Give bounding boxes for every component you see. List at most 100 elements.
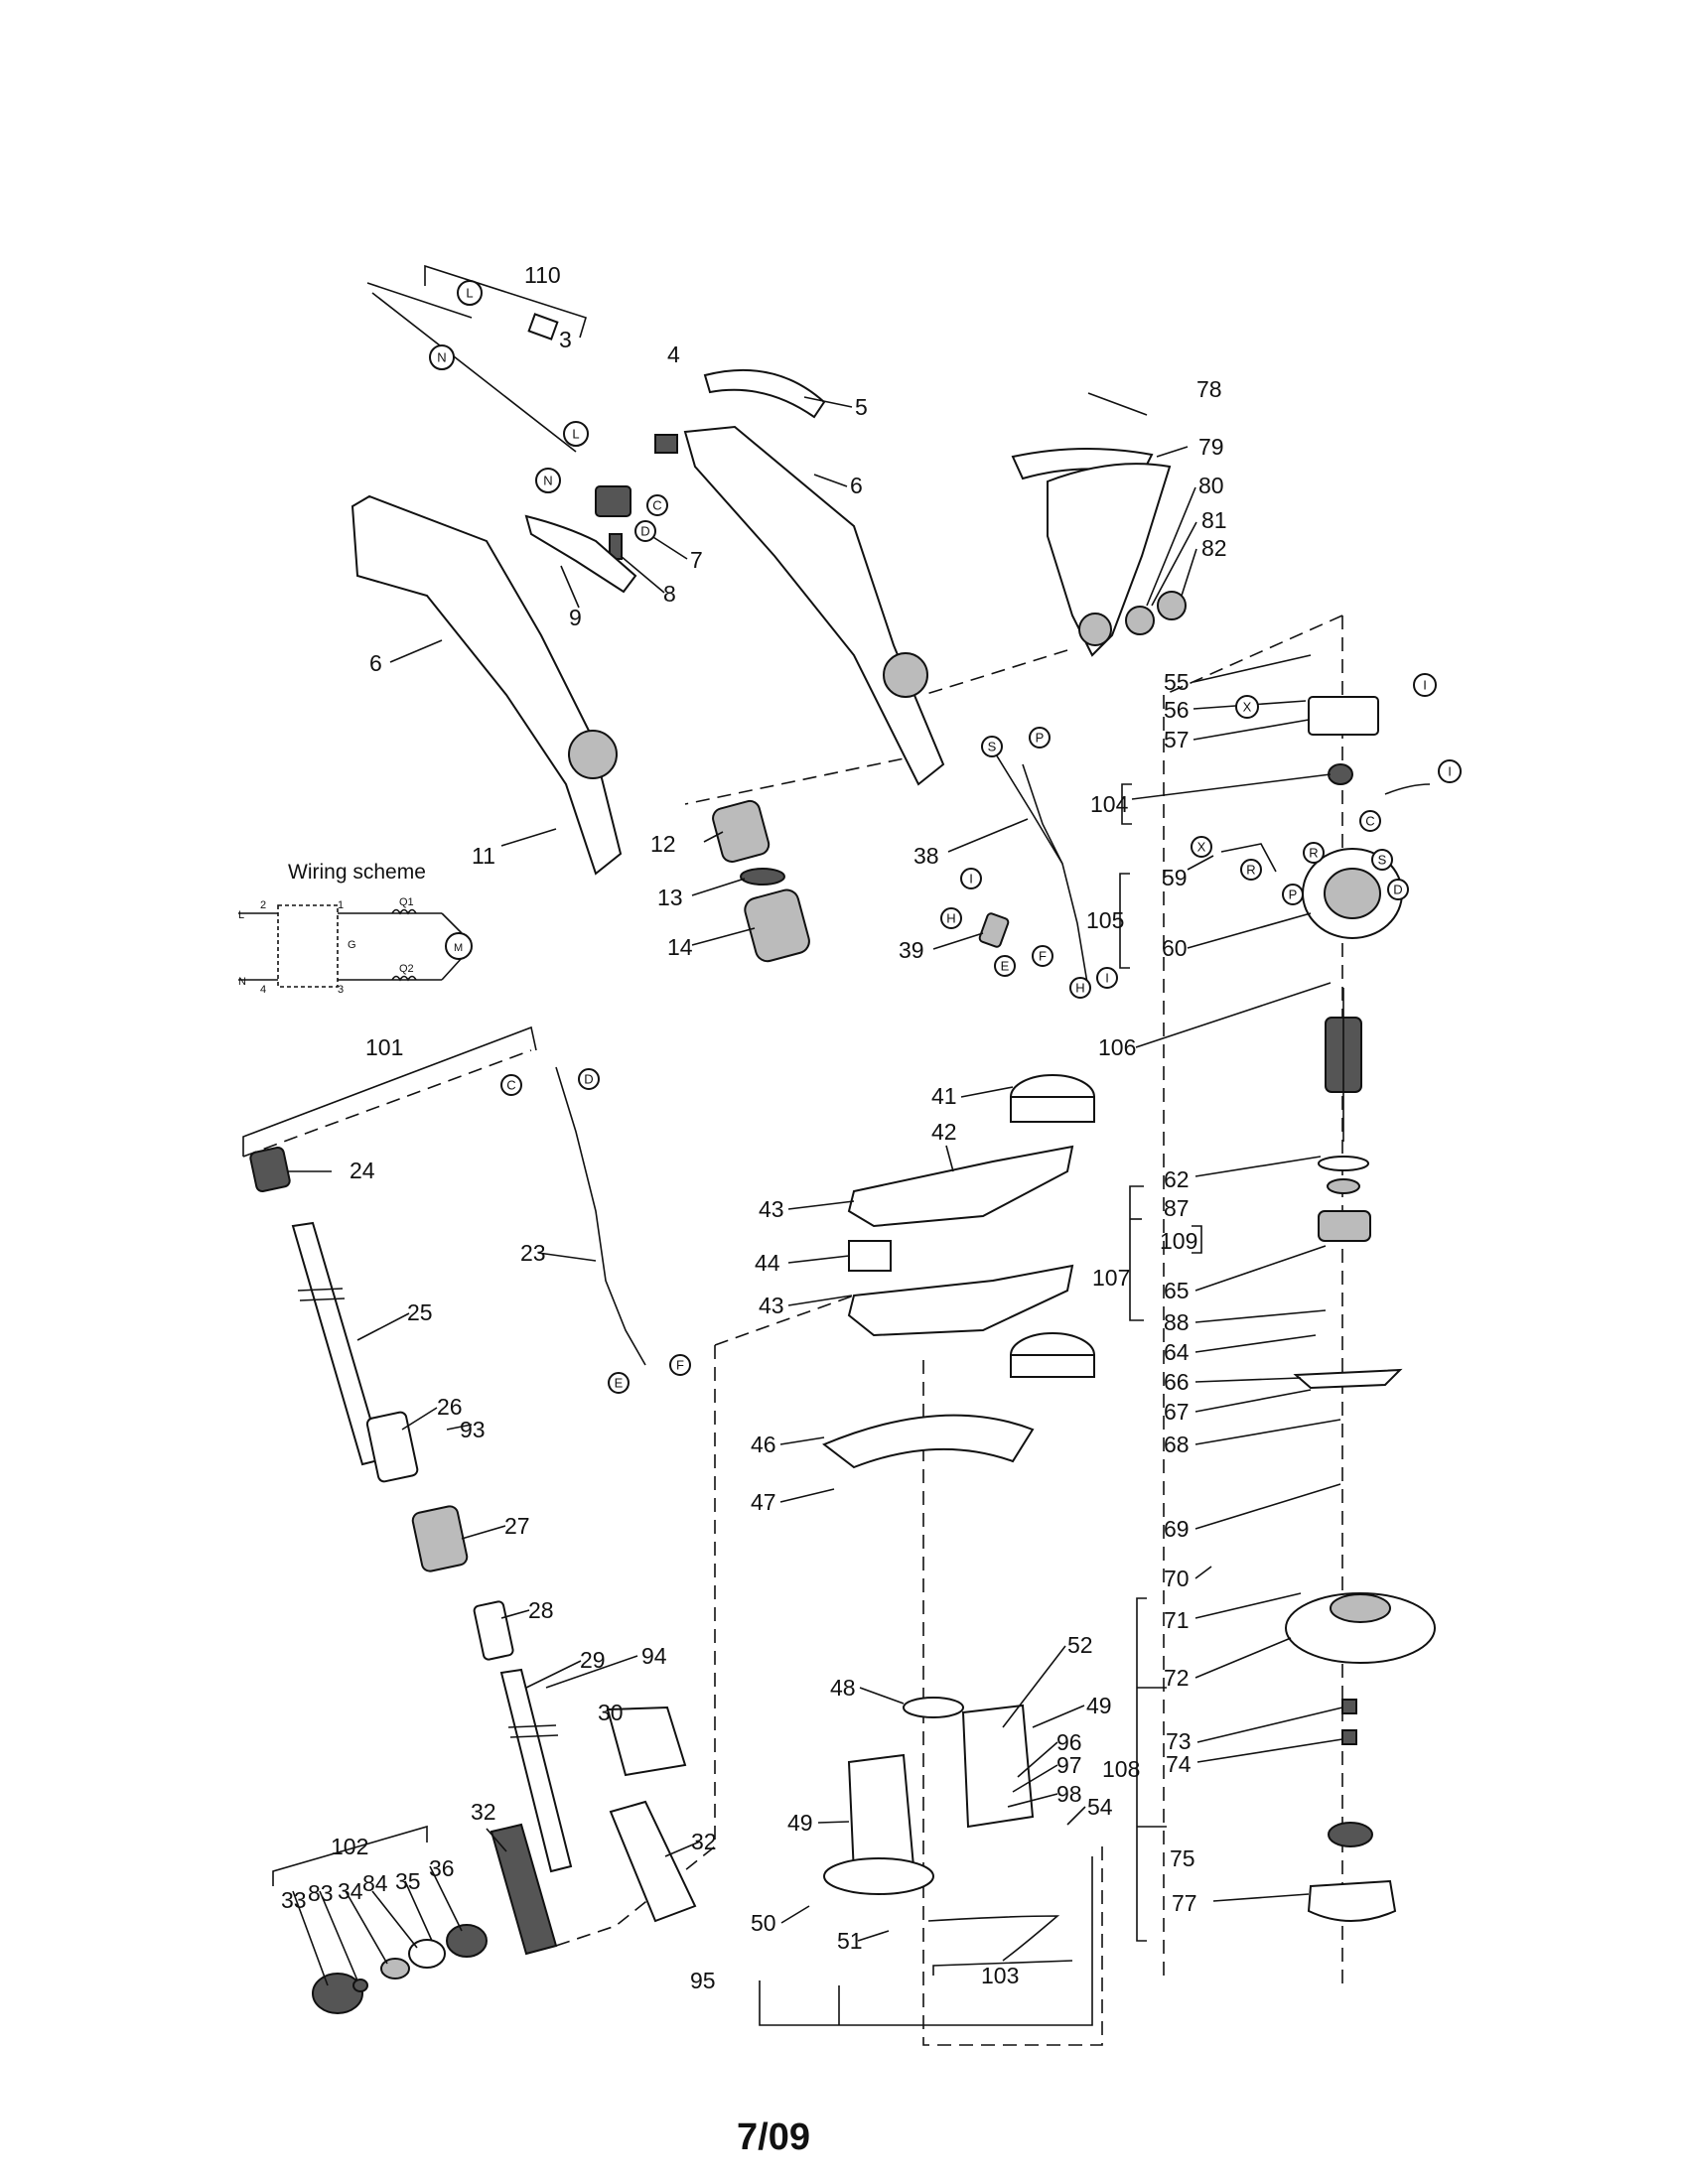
- part-label-57: 57: [1164, 727, 1190, 752]
- wire-tag-x-59: X: [1191, 836, 1212, 858]
- part-label-4: 4: [667, 341, 680, 367]
- wire-tag-d-field: D: [1387, 879, 1409, 900]
- part-label-94: 94: [641, 1643, 667, 1669]
- part-shapes: [249, 282, 1436, 2014]
- wire-tag-i-38: I: [1096, 967, 1118, 989]
- wire-tag-c-switch: C: [646, 494, 668, 516]
- part-label-7: 7: [690, 547, 703, 573]
- part-label-46: 46: [751, 1432, 776, 1457]
- svg-text:H: H: [946, 911, 955, 926]
- part-label-81: 81: [1201, 507, 1227, 533]
- part-label-98: 98: [1056, 1781, 1082, 1807]
- wire-tag-e-39: E: [994, 955, 1016, 977]
- part-label-84: 84: [362, 1870, 388, 1896]
- part-label-103: 103: [981, 1963, 1019, 1988]
- part-label-51: 51: [837, 1928, 863, 1954]
- part-label-43-lower: 43: [759, 1293, 784, 1318]
- part-label-75: 75: [1170, 1845, 1195, 1871]
- svg-text:C: C: [652, 498, 661, 513]
- wire-tag-e-23: E: [608, 1372, 630, 1394]
- svg-text:2: 2: [260, 899, 266, 911]
- wire-tag-i-field: I: [1438, 759, 1462, 783]
- part-label-44: 44: [755, 1250, 780, 1276]
- part-label-47: 47: [751, 1489, 776, 1515]
- svg-text:N: N: [238, 976, 246, 988]
- part-label-87: 87: [1164, 1195, 1190, 1221]
- part-label-68: 68: [1164, 1432, 1190, 1457]
- wire-tag-r-field: R: [1303, 842, 1325, 864]
- part-label-101: 101: [365, 1034, 403, 1060]
- svg-text:F: F: [1039, 949, 1047, 964]
- svg-text:R: R: [1309, 846, 1318, 861]
- part-label-25: 25: [407, 1299, 433, 1325]
- svg-text:M: M: [454, 942, 463, 954]
- part-label-34: 34: [338, 1878, 363, 1904]
- part-label-52: 52: [1067, 1632, 1093, 1658]
- part-label-95: 95: [690, 1968, 716, 1993]
- part-label-6-right: 6: [850, 473, 863, 498]
- svg-text:F: F: [676, 1358, 684, 1373]
- part-label-107: 107: [1092, 1265, 1130, 1291]
- svg-text:4: 4: [260, 984, 266, 996]
- part-label-59: 59: [1162, 865, 1188, 890]
- wire-tag-i-39: I: [960, 868, 982, 889]
- part-label-39: 39: [899, 937, 924, 963]
- part-label-60: 60: [1162, 935, 1188, 961]
- part-label-104: 104: [1090, 791, 1129, 817]
- part-label-9: 9: [569, 605, 582, 630]
- part-label-62: 62: [1164, 1166, 1190, 1192]
- part-label-13: 13: [657, 885, 683, 910]
- wire-tag-n-switch: N: [535, 468, 561, 493]
- svg-text:H: H: [1075, 981, 1084, 996]
- wire-tag-d-23: D: [578, 1068, 600, 1090]
- part-label-66: 66: [1164, 1369, 1190, 1395]
- part-label-78: 78: [1196, 376, 1222, 402]
- wire-tag-i-brush: I: [1413, 673, 1437, 697]
- part-label-14: 14: [667, 934, 693, 960]
- part-label-5: 5: [855, 394, 868, 420]
- svg-text:C: C: [1365, 814, 1374, 829]
- part-label-50: 50: [751, 1910, 776, 1936]
- part-label-36: 36: [429, 1855, 455, 1881]
- svg-text:S: S: [988, 740, 997, 754]
- part-label-3: 3: [559, 327, 572, 352]
- part-label-72: 72: [1164, 1665, 1190, 1691]
- part-label-38: 38: [913, 843, 939, 869]
- part-label-79: 79: [1198, 434, 1224, 460]
- part-label-33: 33: [281, 1887, 307, 1913]
- part-label-69: 69: [1164, 1516, 1190, 1542]
- svg-text:P: P: [1289, 887, 1298, 902]
- part-label-97: 97: [1056, 1752, 1082, 1778]
- svg-text:X: X: [1243, 700, 1252, 715]
- part-label-11: 11: [472, 843, 495, 869]
- wire-tag-r-59: R: [1240, 859, 1262, 881]
- part-label-74: 74: [1166, 1751, 1192, 1777]
- wire-tags: L N L N C D X I I C X R R S P D S P I H …: [429, 280, 1462, 1394]
- svg-text:I: I: [1448, 764, 1452, 779]
- part-label-24: 24: [350, 1158, 375, 1183]
- svg-text:N: N: [437, 350, 446, 365]
- wiring-scheme-title: Wiring scheme: [288, 861, 426, 884]
- part-label-106: 106: [1098, 1034, 1136, 1060]
- page-footer-date: 7/09: [737, 2116, 810, 2158]
- svg-text:I: I: [1105, 971, 1109, 986]
- wire-tag-c-23: C: [500, 1074, 522, 1096]
- leader-lines: [288, 392, 1343, 1986]
- part-label-80: 80: [1198, 473, 1224, 498]
- wire-tag-f-23: F: [669, 1354, 691, 1376]
- wire-tag-x-brush: X: [1235, 695, 1259, 719]
- svg-text:D: D: [1393, 883, 1402, 897]
- part-label-102: 102: [331, 1834, 368, 1859]
- part-label-48: 48: [830, 1675, 856, 1701]
- part-label-108: 108: [1102, 1756, 1140, 1782]
- svg-text:L: L: [572, 427, 579, 442]
- svg-text:L: L: [238, 909, 244, 921]
- part-label-71: 71: [1164, 1607, 1190, 1633]
- part-label-29: 29: [580, 1647, 606, 1673]
- part-label-35: 35: [395, 1868, 421, 1894]
- svg-text:G: G: [348, 939, 356, 951]
- part-label-43-upper: 43: [759, 1196, 784, 1222]
- part-label-54: 54: [1087, 1794, 1113, 1820]
- part-label-23: 23: [520, 1240, 546, 1266]
